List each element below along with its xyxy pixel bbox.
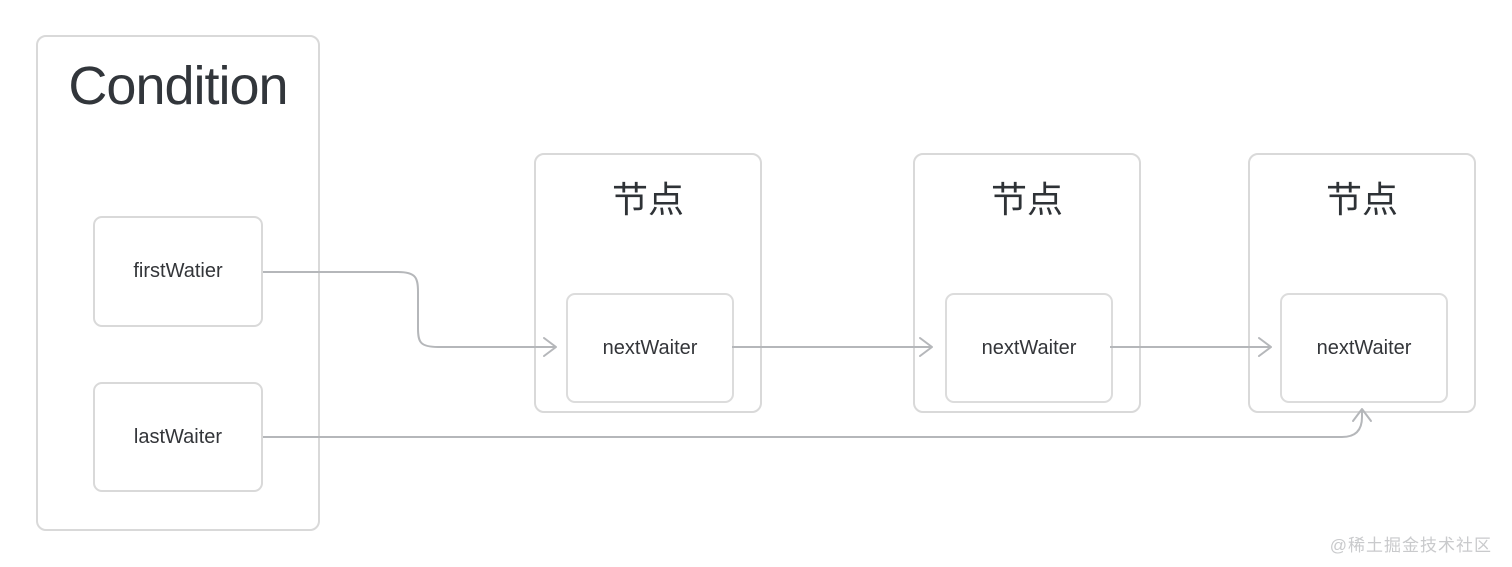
node-2-nextwaiter-box: nextWaiter bbox=[945, 293, 1113, 403]
node-3: 节点 nextWaiter bbox=[1248, 153, 1476, 413]
connector-lastwaiter-to-node3 bbox=[263, 408, 1372, 438]
node-1-nextwaiter-label: nextWaiter bbox=[602, 336, 698, 359]
node-1-title: 节点 bbox=[611, 179, 684, 220]
node-3-nextwaiter-box: nextWaiter bbox=[1280, 293, 1448, 403]
node-3-nextwaiter-label: nextWaiter bbox=[1316, 336, 1412, 359]
watermark-text: @稀土掘金技术社区 bbox=[1329, 536, 1492, 555]
node-1-nextwaiter-box: nextWaiter bbox=[566, 293, 734, 403]
node-1: 节点 nextWaiter bbox=[534, 153, 762, 413]
node-2: 节点 nextWaiter bbox=[913, 153, 1141, 413]
condition-field-lastwaiter-label: lastWaiter bbox=[133, 425, 223, 448]
condition-field-firstwaiter-label: firstWatier bbox=[133, 260, 223, 282]
node-2-nextwaiter-label: nextWaiter bbox=[981, 336, 1077, 359]
node-2-title: 节点 bbox=[990, 179, 1063, 220]
node-3-title: 节点 bbox=[1325, 179, 1398, 220]
condition-field-lastwaiter: lastWaiter bbox=[93, 382, 263, 492]
condition-field-firstwaiter: firstWatier bbox=[93, 216, 263, 327]
condition-title: Condition bbox=[68, 56, 288, 116]
